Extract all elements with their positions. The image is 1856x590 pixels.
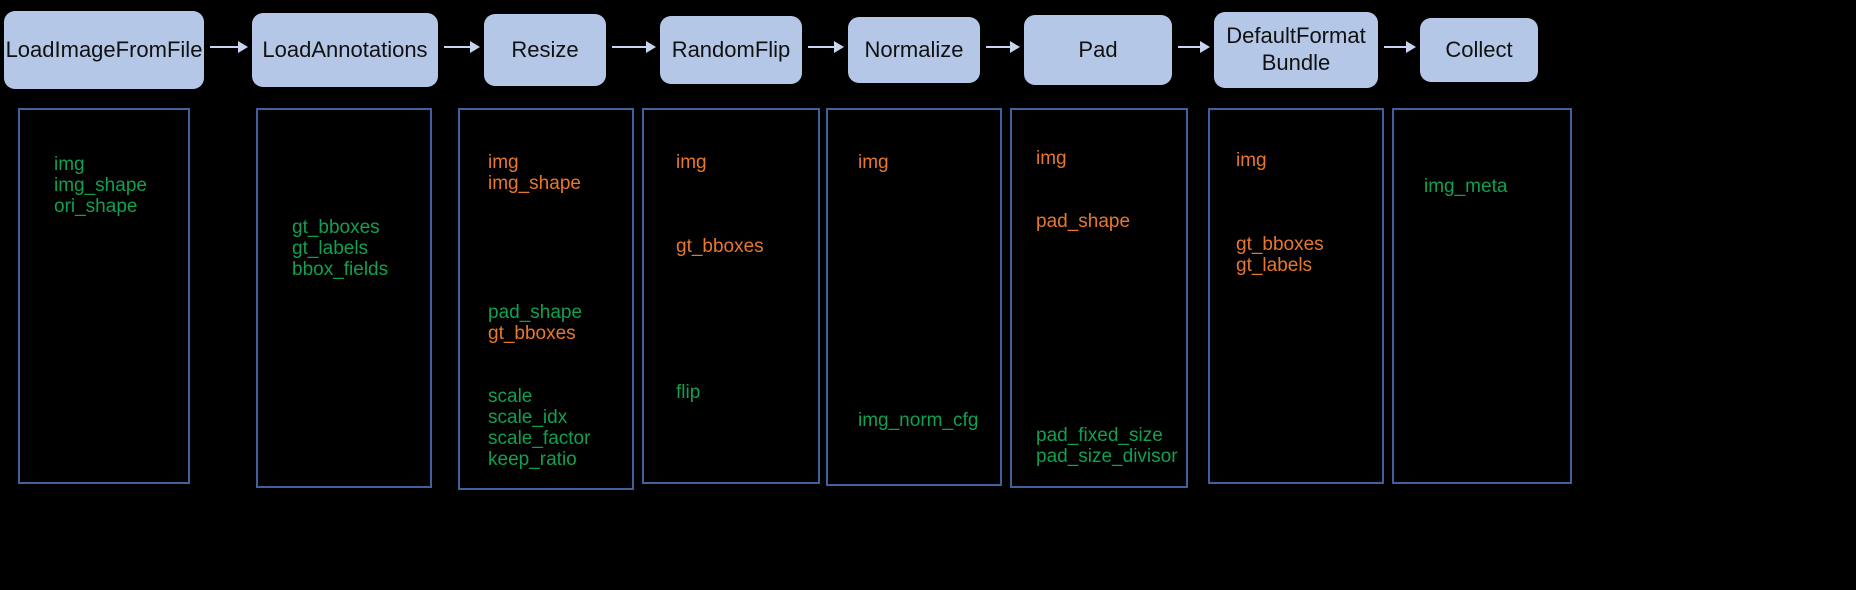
key-list: img img_norm_cfg <box>828 110 1000 484</box>
stage-box-loadannotations[interactable]: LoadAnnotations <box>252 13 438 87</box>
arrow-head-icon <box>646 41 656 53</box>
key-pad_shape: pad_shape <box>488 302 583 323</box>
key-panel-collect: img_meta <box>1392 108 1572 484</box>
key-img: img <box>858 152 889 173</box>
stage-cell: Normalize <box>848 0 980 100</box>
flow-arrow <box>808 41 844 53</box>
stage-cell: LoadImageFromFile <box>4 0 204 100</box>
key-img: img <box>54 154 85 175</box>
stage-cell: LoadAnnotations <box>252 0 438 100</box>
stage-row: LoadImageFromFile LoadAnnotations Resize Ra… <box>0 0 1856 100</box>
stage-box-normalize[interactable]: Normalize <box>848 17 980 83</box>
key-gt_bboxes: gt_bboxes <box>292 217 380 238</box>
flow-arrow <box>1384 41 1416 53</box>
key-img: img <box>1236 150 1267 171</box>
arrow-head-icon <box>1200 41 1210 53</box>
arrow-head-icon <box>1406 41 1416 53</box>
key-bbox_fields: bbox_fields <box>292 259 389 280</box>
key-gt_bboxes: gt_bboxes <box>1236 234 1324 255</box>
arrow-shaft <box>210 46 238 48</box>
key-list: img_meta <box>1394 110 1570 482</box>
key-gt_labels: gt_labels <box>1236 255 1313 276</box>
stage-cell: Resize <box>484 0 606 100</box>
key-img_shape: img_shape <box>54 175 147 196</box>
arrow-shaft <box>808 46 834 48</box>
key-img_norm_cfg: img_norm_cfg <box>858 410 979 431</box>
key-pad_shape: pad_shape <box>1036 211 1131 232</box>
stage-box-pad[interactable]: Pad <box>1024 15 1172 85</box>
key-gt_labels: gt_labels <box>292 238 369 259</box>
flow-arrow <box>1178 41 1210 53</box>
key-scale: scale <box>488 386 533 407</box>
key-pad_size_divisor: pad_size_divisor <box>1036 446 1178 467</box>
arrow-shaft <box>1384 46 1406 48</box>
stage-cell: Pad <box>1024 0 1172 100</box>
stage-box-resize[interactable]: Resize <box>484 14 606 86</box>
key-scale_idx: scale_idx <box>488 407 568 428</box>
flow-arrow <box>444 41 480 53</box>
arrow-head-icon <box>1010 41 1020 53</box>
arrow-head-icon <box>470 41 480 53</box>
key-keep_ratio: keep_ratio <box>488 449 577 470</box>
key-pad_fixed_size: pad_fixed_size <box>1036 425 1163 446</box>
arrow-shaft <box>612 46 646 48</box>
stage-box-loadimagefromfile[interactable]: LoadImageFromFile <box>4 11 204 89</box>
key-gt_bboxes: gt_bboxes <box>676 236 764 257</box>
stage-box-defaultformatbundle[interactable]: DefaultFormat Bundle <box>1214 12 1378 88</box>
flow-arrow <box>986 41 1020 53</box>
key-img: img <box>676 152 707 173</box>
arrow-head-icon <box>238 41 248 53</box>
arrow-shaft <box>1178 46 1200 48</box>
stage-box-randomflip[interactable]: RandomFlip <box>660 16 802 84</box>
arrow-shaft <box>986 46 1010 48</box>
key-gt_bboxes: gt_bboxes <box>488 323 576 344</box>
arrow-head-icon <box>834 41 844 53</box>
key-scale_factor: scale_factor <box>488 428 591 449</box>
stage-cell: RandomFlip <box>660 0 802 100</box>
key-img: img <box>488 152 519 173</box>
stage-box-collect[interactable]: Collect <box>1420 18 1538 82</box>
key-img_meta: img_meta <box>1424 176 1508 197</box>
stage-cell: Collect <box>1420 0 1538 100</box>
key-ori_shape: ori_shape <box>54 196 138 217</box>
flow-arrow <box>612 41 656 53</box>
key-panel-normalize: img img_norm_cfg <box>826 108 1002 486</box>
arrow-shaft <box>444 46 470 48</box>
stage-cell: DefaultFormat Bundle <box>1214 0 1378 100</box>
key-flip: flip <box>676 382 701 403</box>
key-img: img <box>1036 148 1067 169</box>
key-img_shape: img_shape <box>488 173 581 194</box>
flow-arrow <box>210 41 248 53</box>
